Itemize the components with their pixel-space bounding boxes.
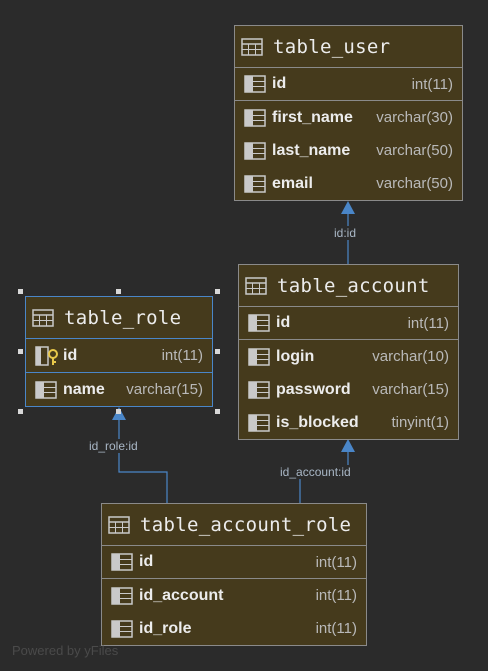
column-icon xyxy=(248,413,270,432)
column-row[interactable]: id int(11) xyxy=(102,546,366,579)
column-row[interactable]: id int(11) xyxy=(239,307,458,340)
column-icon xyxy=(244,174,266,193)
edge-label-id-id: id:id xyxy=(333,226,358,240)
column-name: password xyxy=(276,380,351,398)
column-type: int(11) xyxy=(407,314,449,332)
column-name: last_name xyxy=(272,141,351,159)
table-title: table_role xyxy=(64,306,182,329)
column-type: int(11) xyxy=(315,587,357,604)
column-icon xyxy=(111,553,133,571)
column-icon xyxy=(244,108,266,127)
column-icon xyxy=(248,314,270,332)
table-icon xyxy=(108,515,130,534)
column-name: is_blocked xyxy=(276,413,359,431)
column-name: id xyxy=(139,553,154,570)
column-name: id_role xyxy=(139,619,192,637)
column-type: varchar(50) xyxy=(376,175,453,192)
table-header: table_account xyxy=(239,265,458,307)
column-icon xyxy=(248,380,270,399)
edge-label-id-role: id_role:id xyxy=(88,439,139,453)
column-icon xyxy=(35,380,57,399)
column-type: int(11) xyxy=(161,347,203,364)
table-header: table_account_role xyxy=(102,504,366,546)
table-role-node[interactable]: table_role id int(11) name varchar(15) xyxy=(25,296,213,407)
table-icon xyxy=(241,37,263,56)
column-name: first_name xyxy=(272,108,353,126)
arrowhead-account xyxy=(341,439,355,452)
column-name: id xyxy=(272,75,287,92)
column-name: name xyxy=(63,380,105,398)
column-type: int(11) xyxy=(315,553,357,571)
table-account-node[interactable]: table_account id int(11) login varchar(1… xyxy=(238,264,459,440)
arrowhead-user xyxy=(341,201,355,214)
column-row[interactable]: login varchar(10) xyxy=(239,340,458,373)
column-type: varchar(30) xyxy=(376,109,453,126)
column-icon xyxy=(244,141,266,160)
edge-account-role-to-role xyxy=(118,411,168,503)
column-type: varchar(15) xyxy=(372,381,449,398)
column-row[interactable]: id_role int(11) xyxy=(102,612,366,645)
resize-handle-e[interactable] xyxy=(215,349,220,354)
table-title: table_account xyxy=(277,274,430,297)
column-row[interactable]: id int(11) xyxy=(235,68,462,101)
column-row[interactable]: email varchar(50) xyxy=(235,167,462,200)
table-title: table_user xyxy=(273,35,391,58)
resize-handle-se[interactable] xyxy=(215,409,220,414)
column-row[interactable]: is_blocked tinyint(1) xyxy=(239,406,458,439)
table-user-node[interactable]: table_user id int(11) first_name varchar… xyxy=(234,25,463,201)
column-type: varchar(10) xyxy=(372,348,449,365)
table-icon xyxy=(32,308,54,327)
column-name: id xyxy=(63,346,78,364)
column-type: varchar(15) xyxy=(126,381,203,398)
column-icon xyxy=(111,619,133,638)
resize-handle-w[interactable] xyxy=(18,349,23,354)
table-header: table_user xyxy=(235,26,462,68)
column-name: id xyxy=(276,314,291,331)
resize-handle-nw[interactable] xyxy=(18,289,23,294)
column-name: email xyxy=(272,174,313,192)
column-row[interactable]: first_name varchar(30) xyxy=(235,101,462,134)
column-row[interactable]: id int(11) xyxy=(26,339,212,373)
column-icon xyxy=(248,347,270,366)
table-title: table_account_role xyxy=(140,513,352,536)
resize-handle-s[interactable] xyxy=(116,409,121,414)
column-type: int(11) xyxy=(315,620,357,637)
resize-handle-ne[interactable] xyxy=(215,289,220,294)
primary-key-icon xyxy=(35,345,58,366)
table-account-role-node[interactable]: table_account_role id int(11) id_account… xyxy=(101,503,367,646)
column-row[interactable]: name varchar(15) xyxy=(26,373,212,406)
column-name: login xyxy=(276,347,315,365)
table-icon xyxy=(245,276,267,295)
edge-label-id-account: id_account:id xyxy=(279,465,352,479)
column-row[interactable]: password varchar(15) xyxy=(239,373,458,406)
column-row[interactable]: last_name varchar(50) xyxy=(235,134,462,167)
watermark: Powered by yFiles xyxy=(12,643,119,658)
column-type: int(11) xyxy=(411,75,453,93)
resize-handle-sw[interactable] xyxy=(18,409,23,414)
column-name: id_account xyxy=(139,586,224,604)
column-type: tinyint(1) xyxy=(391,414,449,431)
column-row[interactable]: id_account int(11) xyxy=(102,579,366,612)
column-icon xyxy=(111,586,133,605)
column-type: varchar(50) xyxy=(376,142,453,159)
column-icon xyxy=(244,75,266,93)
resize-handle-n[interactable] xyxy=(116,289,121,294)
table-header: table_role xyxy=(26,297,212,339)
